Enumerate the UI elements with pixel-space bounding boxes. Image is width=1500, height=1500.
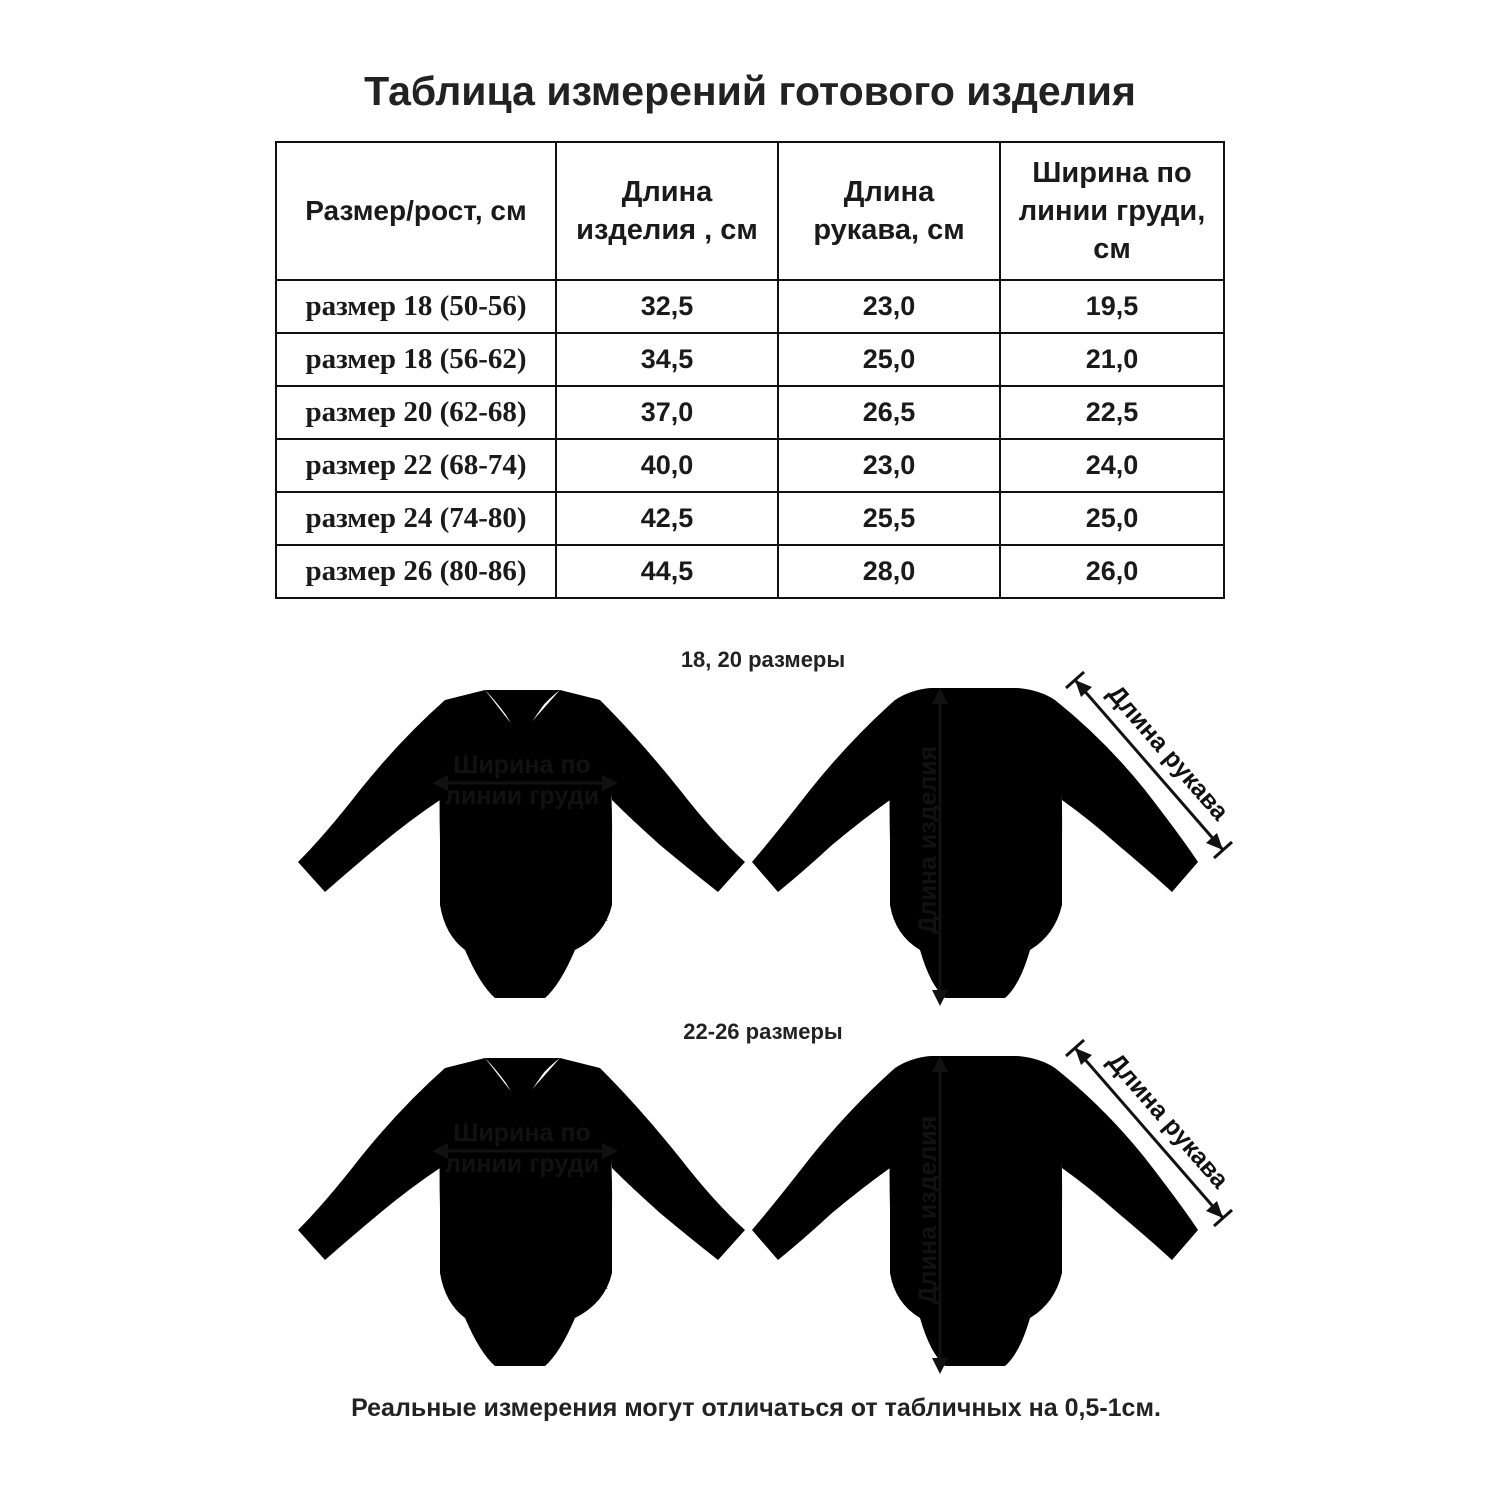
sleeve-length-cell: 25,0	[777, 332, 1001, 387]
size-cell: размер 18 (50-56)	[275, 279, 557, 334]
table-row: размер 22 (68-74) 40,0 23,0 24,0	[275, 438, 1225, 493]
sleeve-length-cell: 23,0	[777, 279, 1001, 334]
table-row: размер 26 (80-86) 44,5 28,0 26,0	[275, 544, 1225, 599]
chest-width-cell: 24,0	[999, 438, 1225, 493]
bodysuit-back-large	[752, 1056, 1198, 1366]
bodysuit-front-large	[298, 1058, 745, 1366]
table-row: размер 20 (62-68) 37,0 26,5 22,5	[275, 385, 1225, 440]
measurements-table: Размер/рост, см Длина изделия , см Длина…	[275, 141, 1225, 599]
sleeve-arrow	[1073, 679, 1225, 851]
diagram-heading-large: 22-26 размеры	[683, 1019, 843, 1044]
chart-title: Таблица измерений готового изделия	[364, 68, 1136, 114]
header-sleeve-length: Длина рукава, см	[777, 141, 1001, 281]
size-cell: размер 22 (68-74)	[275, 438, 557, 493]
item-length-cell: 34,5	[555, 332, 779, 387]
header-item-length: Длина изделия , см	[555, 141, 779, 281]
item-length-cell: 44,5	[555, 544, 779, 599]
item-length-cell: 32,5	[555, 279, 779, 334]
chest-label-line2: линии груди	[445, 1150, 599, 1178]
sleeve-arrow	[1073, 1047, 1225, 1219]
sleeve-length-cell: 25,5	[777, 491, 1001, 546]
header-chest-width: Ширина по линии груди, см	[999, 141, 1225, 281]
diagram-heading-small: 18, 20 размеры	[680, 647, 846, 672]
chest-width-cell: 26,0	[999, 544, 1225, 599]
chest-label-line1: Ширина по	[453, 1119, 590, 1147]
item-length-cell: 40,0	[555, 438, 779, 493]
table-row: размер 18 (50-56) 32,5 23,0 19,5	[275, 279, 1225, 334]
chest-label-line1: Ширина по	[453, 751, 590, 779]
sleeve-length-cell: 23,0	[777, 438, 1001, 493]
size-cell: размер 20 (62-68)	[275, 385, 557, 440]
item-length-cell: 42,5	[555, 491, 779, 546]
header-size: Размер/рост, см	[275, 141, 557, 281]
table-row: размер 24 (74-80) 42,5 25,5 25,0	[275, 491, 1225, 546]
footnote: Реальные измерения могут отличаться от т…	[351, 1394, 1161, 1422]
table-header-row: Размер/рост, см Длина изделия , см Длина…	[275, 141, 1225, 281]
length-label: Длина изделия	[914, 746, 942, 934]
bodysuit-front-small	[298, 690, 745, 998]
length-label: Длина изделия	[914, 1116, 942, 1304]
size-cell: размер 26 (80-86)	[275, 544, 557, 599]
sleeve-length-cell: 28,0	[777, 544, 1001, 599]
size-cell: размер 18 (56-62)	[275, 332, 557, 387]
chest-width-cell: 22,5	[999, 385, 1225, 440]
sleeve-length-cell: 26,5	[777, 385, 1001, 440]
table-row: размер 18 (56-62) 34,5 25,0 21,0	[275, 332, 1225, 387]
chest-width-cell: 19,5	[999, 279, 1225, 334]
item-length-cell: 37,0	[555, 385, 779, 440]
chest-width-cell: 21,0	[999, 332, 1225, 387]
chest-width-cell: 25,0	[999, 491, 1225, 546]
size-cell: размер 24 (74-80)	[275, 491, 557, 546]
bodysuit-back-small	[752, 688, 1198, 998]
chest-label-line2: линии груди	[445, 782, 599, 810]
